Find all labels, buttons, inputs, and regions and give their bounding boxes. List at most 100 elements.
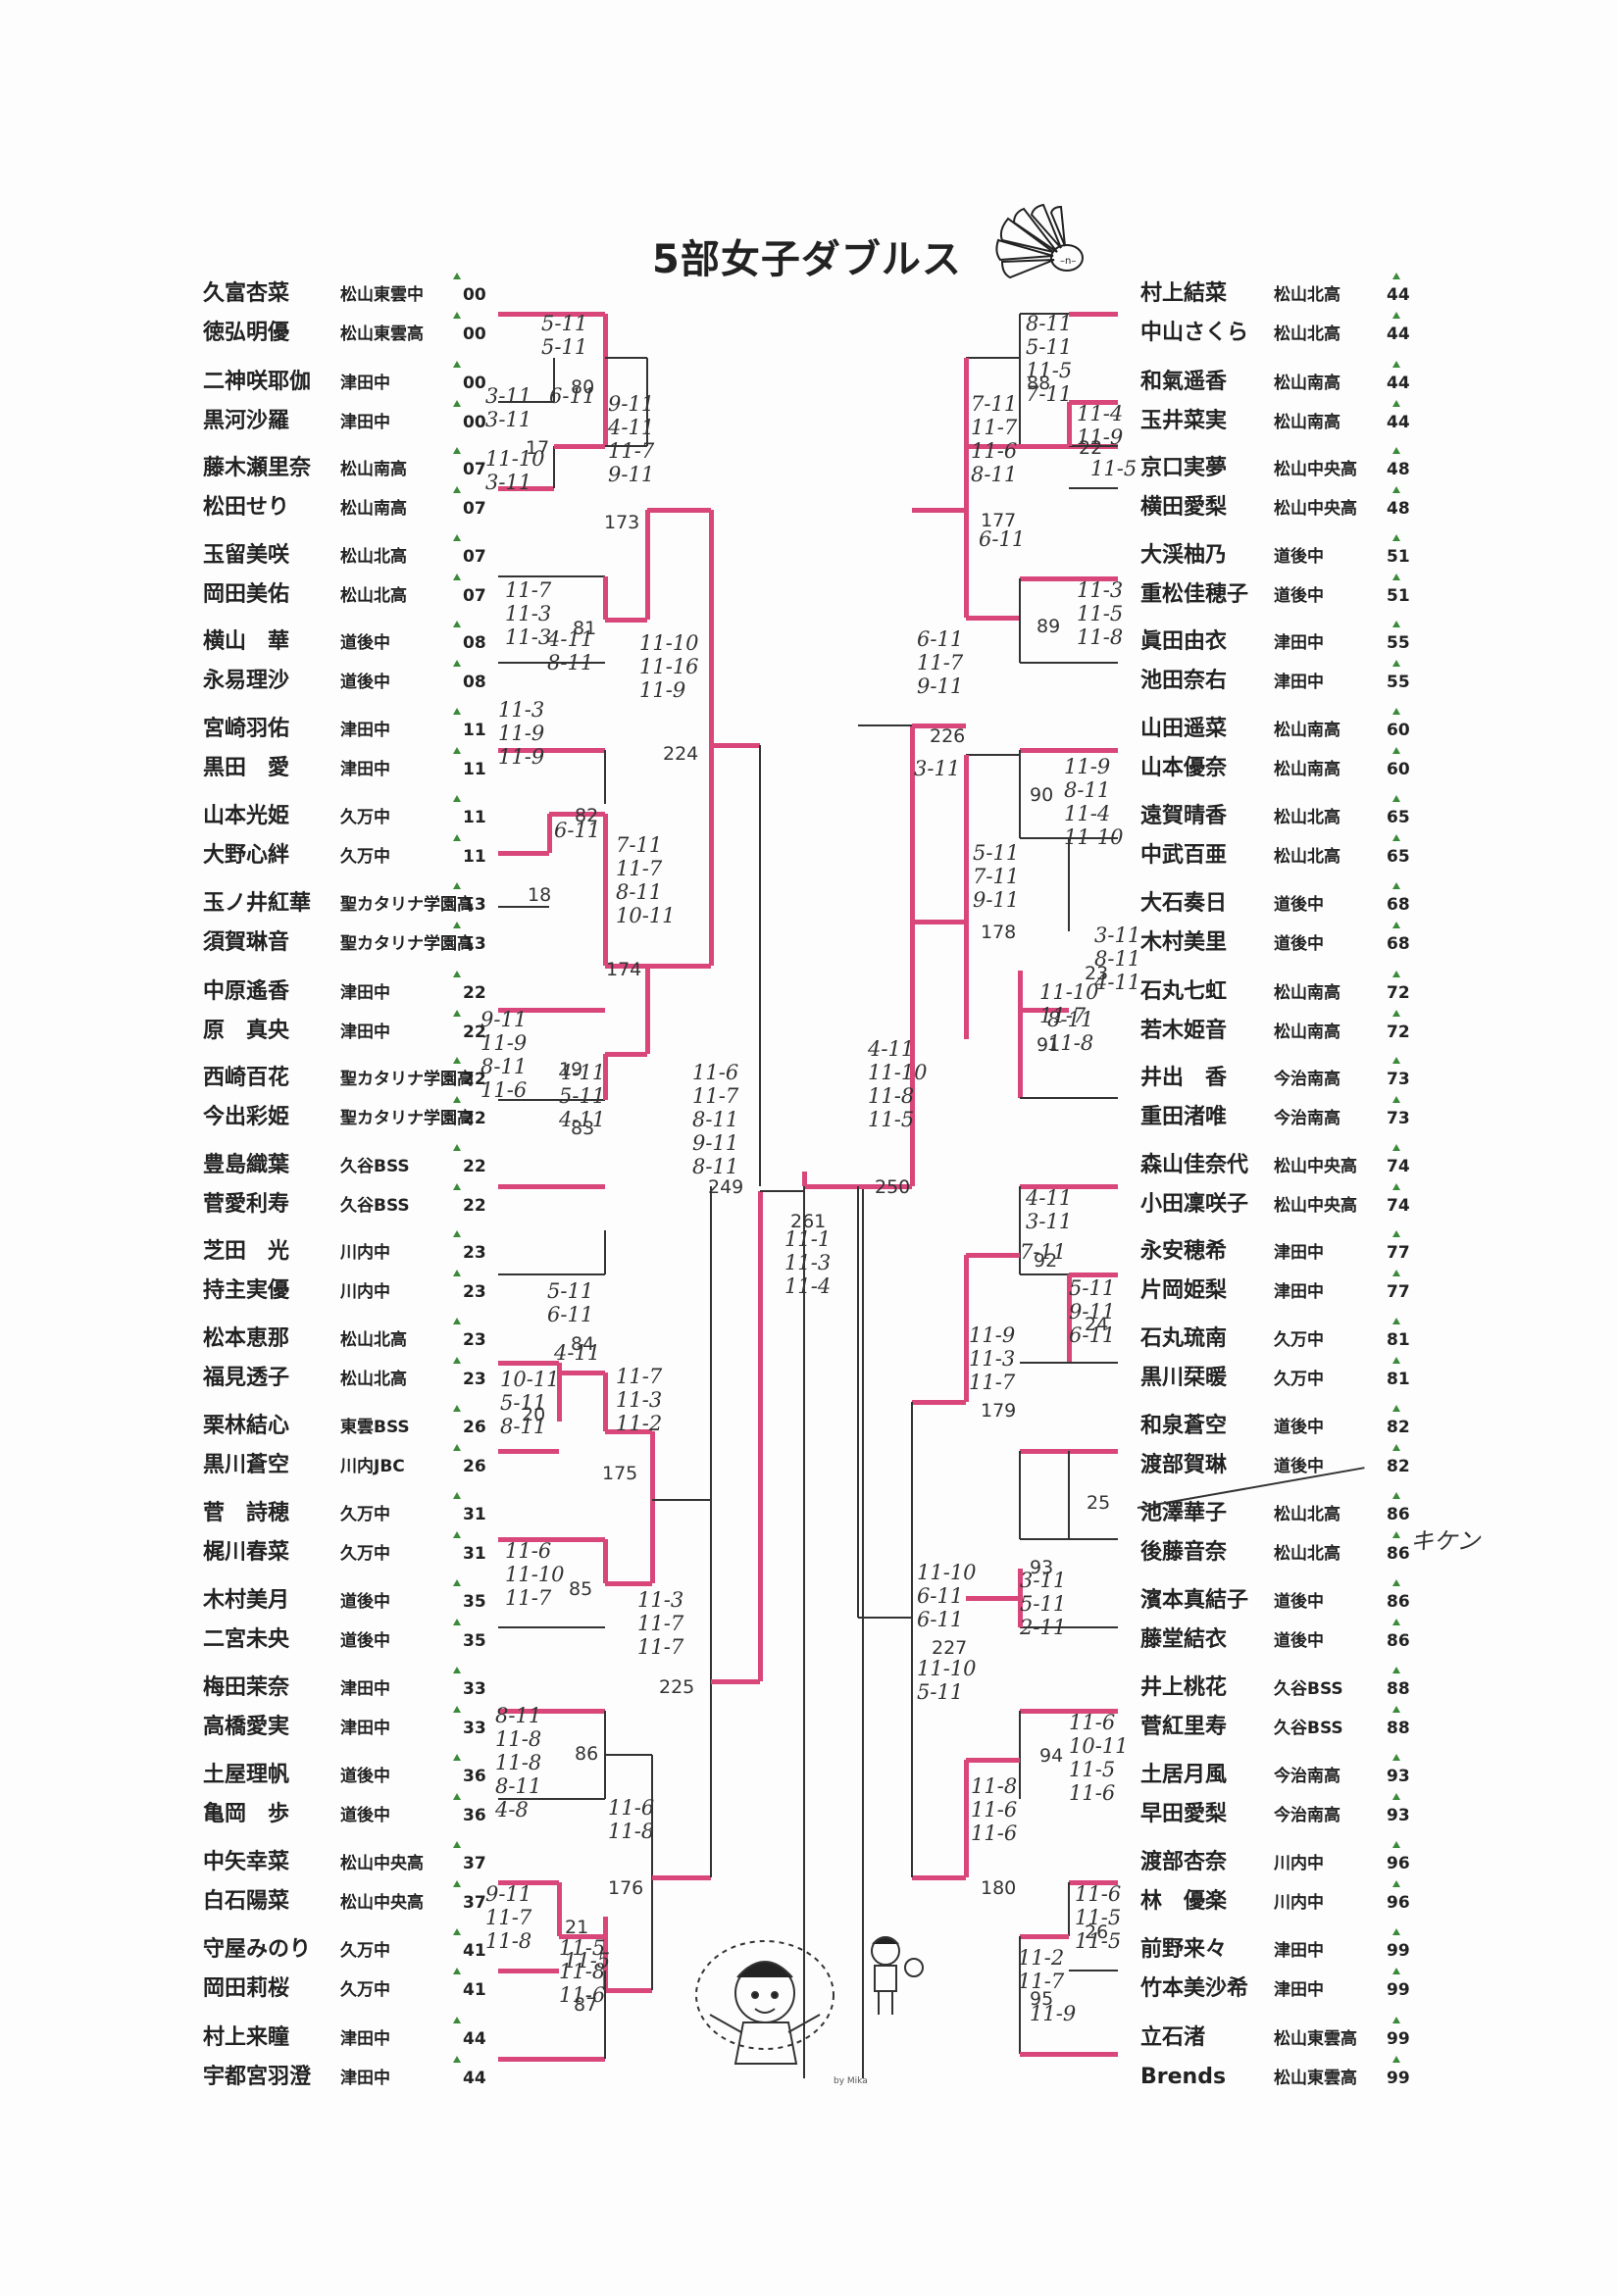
seed-flag-icon <box>1392 1096 1400 1103</box>
handwritten-score: 11-6 11-8 <box>608 1796 655 1843</box>
match-number: 86 <box>575 1743 599 1765</box>
seed-flag-icon <box>1392 795 1400 802</box>
winner-path-line <box>498 1448 559 1454</box>
seed-flag-icon <box>453 1405 461 1412</box>
seed-number: 07 <box>463 460 486 479</box>
match-number: 82 <box>575 805 599 826</box>
seed-number: 88 <box>1387 1719 1410 1738</box>
school-name: 久万中 <box>340 1980 390 2000</box>
seed-number: 44 <box>1387 413 1410 432</box>
handwritten-score: 5-11 7-11 9-11 <box>973 841 1020 912</box>
winner-path-line <box>549 811 605 817</box>
player-name: 土居月風 <box>1140 1763 1228 1787</box>
seed-flag-icon <box>1392 1444 1400 1451</box>
seed-number: 93 <box>1387 1767 1410 1786</box>
winner-path-line <box>602 1373 608 1431</box>
handwritten-score: 8-11 11-8 11-8 8-11 4-8 <box>495 1704 542 1822</box>
seed-flag-icon <box>1392 400 1400 407</box>
winner-path-line <box>711 1678 760 1684</box>
bracket-line <box>966 357 1020 359</box>
seed-number: 26 <box>463 1418 486 1437</box>
seed-flag-icon <box>1392 273 1400 279</box>
seed-flag-icon <box>1392 2056 1400 2063</box>
school-name: 久万中 <box>340 1544 390 1564</box>
seed-flag-icon <box>1392 1270 1400 1276</box>
handwritten-score: 10-11 5-11 8-11 <box>500 1368 560 1438</box>
seed-number: 99 <box>1387 2069 1410 2088</box>
seed-number: 99 <box>1387 1941 1410 1961</box>
handwritten-score: 7-11 11-7 8-11 10-11 <box>616 833 676 927</box>
seed-number: 23 <box>463 1243 486 1263</box>
winner-path-line <box>711 742 760 748</box>
seed-number: 36 <box>463 1767 486 1786</box>
player-name: 土屋理帆 <box>203 1763 290 1787</box>
winner-path-line <box>963 1760 969 1877</box>
player-name: 梅田茉奈 <box>203 1675 290 1700</box>
handwritten-score: 11-10 11-7 <box>1039 980 1099 1027</box>
handwritten-score: 11-6 11-10 11-7 <box>505 1539 565 1610</box>
handwritten-score: 11-3 11-5 11-8 <box>1077 578 1124 649</box>
seed-number: 93 <box>1387 1806 1410 1825</box>
seed-flag-icon <box>453 2017 461 2023</box>
seed-number: 23 <box>463 1330 486 1350</box>
handwritten-score: 11-3 11-7 11-7 <box>637 1588 684 1659</box>
kids-sketch-illustration: by Mika <box>695 1936 924 2086</box>
seed-flag-icon <box>453 922 461 928</box>
shuttlecock-icon: –n– <box>995 203 1084 279</box>
seed-flag-icon <box>1392 534 1400 541</box>
player-name: 永易理沙 <box>203 669 290 693</box>
school-name: 久万中 <box>340 1505 390 1524</box>
bracket-line <box>858 724 912 726</box>
school-name: 津田中 <box>1274 1980 1324 2000</box>
seed-flag-icon <box>1392 1841 1400 1848</box>
bracket-line <box>911 1402 913 1877</box>
winner-path-line <box>1020 747 1118 753</box>
school-name: 久谷BSS <box>340 1196 410 1216</box>
winner-path-line <box>556 1882 562 1936</box>
school-name: 東雲BSS <box>340 1418 410 1437</box>
bracket-line <box>604 1230 606 1274</box>
player-name: 石丸七虹 <box>1140 979 1228 1004</box>
winner-path-line <box>556 1363 562 1422</box>
winner-path-line <box>602 814 608 966</box>
seed-number: 88 <box>1387 1679 1410 1699</box>
school-name: 松山中央高 <box>1274 460 1357 479</box>
player-name: 松本恵那 <box>203 1326 290 1351</box>
match-number: 85 <box>569 1578 593 1600</box>
match-number: 180 <box>981 1877 1017 1899</box>
winner-path-line <box>1017 1569 1023 1627</box>
handwritten-score: 7-11 11-7 11-6 8-11 <box>971 392 1018 486</box>
seed-flag-icon <box>453 574 461 580</box>
winner-path-line <box>1069 1879 1118 1885</box>
seed-flag-icon <box>1392 747 1400 754</box>
seed-flag-icon <box>1392 1144 1400 1151</box>
seed-flag-icon <box>1392 1183 1400 1190</box>
player-name: 和泉蒼空 <box>1140 1414 1228 1438</box>
winner-path-line <box>963 358 969 618</box>
school-name: 津田中 <box>340 2029 390 2049</box>
seed-flag-icon <box>453 834 461 841</box>
winner-path-line <box>498 1536 605 1542</box>
match-number: 224 <box>663 743 699 765</box>
bracket-line <box>1019 578 1021 663</box>
winner-path-line <box>498 1879 559 1885</box>
seed-flag-icon <box>453 1619 461 1625</box>
seed-flag-icon <box>453 1318 461 1324</box>
